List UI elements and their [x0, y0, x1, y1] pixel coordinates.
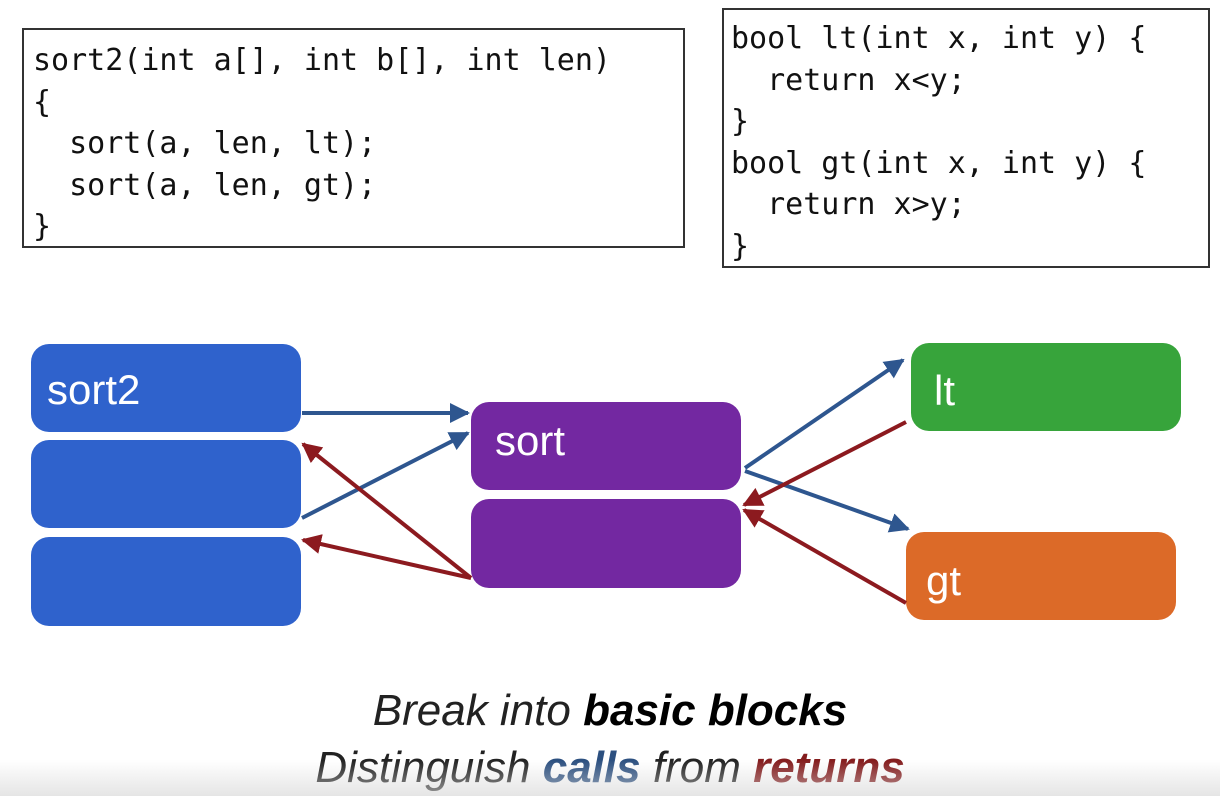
gt-block: gt [906, 532, 1176, 620]
sort2-block-label: sort2 [47, 366, 141, 413]
code-line: sort(a, len, gt); [33, 167, 377, 203]
code-line: } [731, 104, 750, 139]
lt-block-label: lt [934, 367, 955, 414]
caption-line-1: Break into basic blocks [0, 689, 1220, 733]
caption-emphasis-basic-blocks: basic blocks [583, 686, 848, 735]
sort-block-label: sort [495, 417, 566, 464]
code-line: { [33, 84, 52, 120]
lt-block: lt [911, 343, 1181, 431]
sort2-block-1: sort2 [31, 344, 301, 432]
caption-text: Break into [372, 686, 584, 735]
code-line: } [731, 228, 750, 264]
comparator-code-box: bool lt(int x, int y) { return x<y;} bool… [722, 8, 1210, 268]
return-arrow-sort-to-sort2-block-3 [301, 534, 472, 580]
code-line: bool gt(int x, int y) { [731, 145, 1147, 181]
return-arrow-lt-to-sort [742, 420, 907, 507]
code-line: } [33, 209, 52, 244]
code-line: return x>y; [731, 187, 966, 222]
sort2-block-2 [31, 440, 301, 528]
bottom-fade [0, 760, 1220, 796]
code-line: sort2(int a[], int b[], int len) [33, 43, 611, 78]
sort-block-1: sort [471, 402, 741, 490]
return-arrow-gt-to-sort [742, 508, 907, 605]
gt-block-label: gt [926, 557, 962, 604]
code-line: sort(a, len, lt); [33, 126, 377, 161]
sort2-code-box: sort2(int a[], int b[], int len) { sort(a… [22, 28, 685, 248]
call-arrow-sort-to-gt [744, 469, 910, 533]
return-arrow-sort-to-sort2-block-2 [301, 442, 473, 580]
sort-block-2 [471, 499, 741, 588]
call-arrow-sort2-to-sort-second [301, 431, 470, 520]
sort2-block-3 [31, 537, 301, 626]
code-line: bool lt(int x, int y) { [731, 21, 1147, 56]
code-line: return x<y; [731, 62, 966, 98]
call-arrow-sort-to-lt [743, 358, 905, 470]
